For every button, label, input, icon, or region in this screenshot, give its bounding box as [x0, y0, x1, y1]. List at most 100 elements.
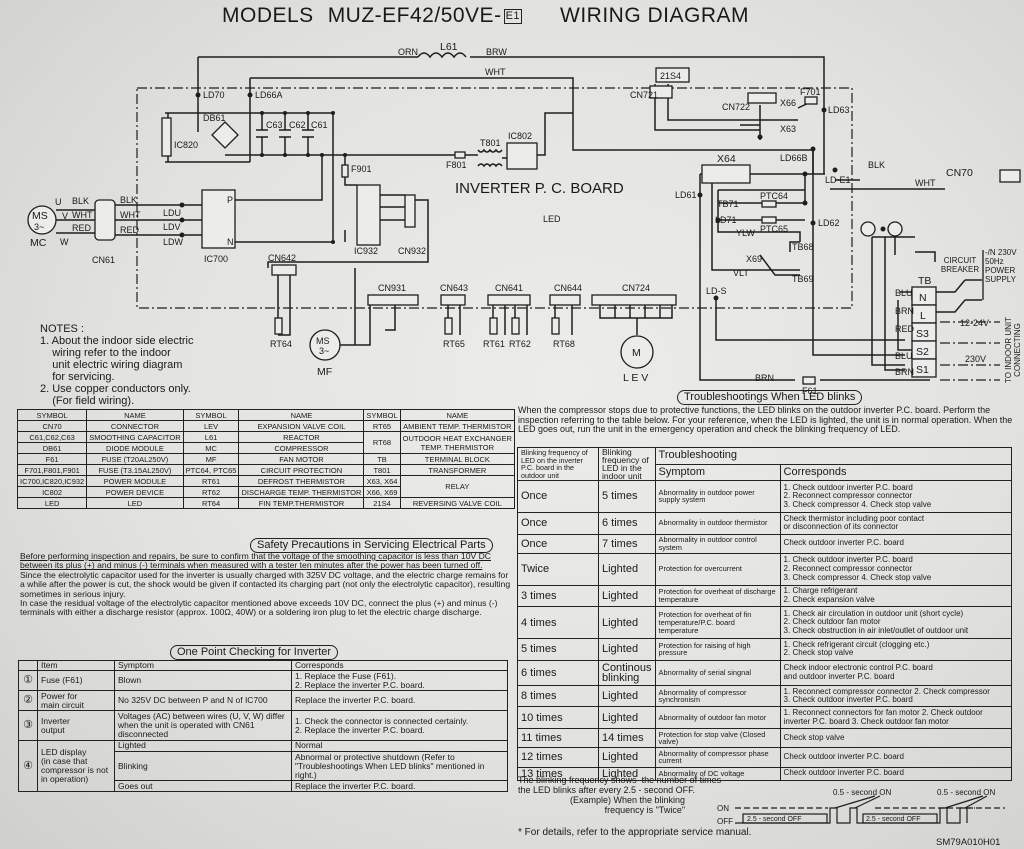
table-cell: 6 times	[517, 659, 599, 686]
table-cell: Abnormality of outdoor fan motor	[654, 706, 781, 730]
table-cell: 8 times	[517, 684, 599, 708]
table-cell: EXPANSION VALVE COIL	[238, 420, 365, 432]
table-cell: C61,C62,C63	[16, 431, 88, 443]
table-cell: 1. Charge refrigerant 2. Check expansion…	[779, 584, 1013, 608]
table-cell: Abnormality in outdoor thermistor	[654, 511, 781, 535]
diagram-labels: ORN L61 BRW WHT 21S4 CN721 CN722 X66 F70…	[30, 41, 989, 396]
header-troubleshooting: Troubleshooting	[654, 447, 1013, 465]
label-tb68: TB68	[792, 242, 814, 252]
table-cell: Lighted	[598, 552, 656, 586]
ic700-box	[201, 189, 236, 249]
table-cell: PTC64, PTC65	[182, 464, 240, 476]
note-item: 2. Use copper conductors only. (For fiel…	[40, 383, 191, 407]
footnote: * For details, refer to the appropriate …	[518, 827, 752, 838]
junction-dots	[179, 92, 886, 301]
label-n: N	[227, 237, 234, 247]
label-cn724: CN724	[622, 283, 650, 293]
table-cell: FIN TEMP.THERMISTOR	[238, 497, 365, 509]
table-cell: Lighted	[598, 584, 656, 608]
f701-fuse	[804, 96, 818, 105]
label-tb-s3: S3	[916, 328, 929, 340]
label-ms-phase: 3~	[34, 222, 44, 232]
table-cell: Protection for raising of high pressure	[654, 638, 781, 661]
label-c62: C62	[289, 120, 306, 130]
table-cell: 5 times	[517, 638, 599, 661]
label-wht-line: WHT	[120, 210, 141, 220]
label-tb-s2: S2	[916, 346, 929, 358]
table-cell: 1. Reconnect connectors for fan motor 2.…	[779, 706, 1013, 730]
table-cell: SMOOTHING CAPACITOR	[86, 431, 184, 443]
safety-paragraph: Since the electrolytic capacitor used fo…	[20, 569, 511, 599]
label-ic700: IC700	[204, 254, 228, 264]
cn642-connector	[271, 264, 297, 276]
table-cell: REVERSING VALVE COIL	[399, 497, 516, 509]
table-cell: 10 times	[517, 706, 599, 730]
components	[27, 67, 1021, 385]
label-ldw: LDW	[163, 237, 184, 247]
table-cell: ②	[18, 690, 38, 712]
table-cell: 4 times	[517, 606, 599, 640]
table-cell: IC700,IC820,IC932	[16, 475, 88, 487]
db61-diode-bridge	[211, 121, 239, 149]
table-cell: Lighted	[598, 606, 656, 640]
table-cell: 21S4	[363, 497, 401, 509]
table-cell: Abnormality in outdoor power supply syst…	[654, 480, 781, 513]
table-cell: X66, X69	[363, 486, 401, 498]
label-ptc65: PTC65	[760, 224, 788, 234]
header-cell: Symptom	[114, 660, 292, 671]
table-cell: IC802	[16, 486, 88, 498]
blink-explanation: The blinking frequency shows the number …	[518, 775, 722, 795]
label-blk-ground: BLK	[868, 160, 885, 170]
ground-terminal-2	[887, 221, 903, 237]
notes: NOTES : 1. About the indoor side electri…	[40, 323, 193, 407]
rt62-thermistor	[511, 317, 520, 335]
table-cell: LED	[16, 497, 88, 509]
table-cell: 1. Check outdoor inverter P.C. board 2. …	[779, 552, 1013, 586]
header-symptom: Symptom	[654, 463, 781, 481]
label-ldu: LDU	[163, 208, 181, 218]
table-cell: Twice	[517, 552, 599, 586]
table-cell: Abnormality in outdoor control system	[654, 533, 781, 554]
label-off-2: 2.5 - second OFF	[866, 816, 920, 823]
label-ptc64: PTC64	[760, 191, 788, 201]
label-power-supply: -/N 230V 50Hz POWER SUPPLY	[985, 248, 1017, 284]
table-cell: Fuse (F61)	[37, 669, 115, 692]
troubleshooting-header: Blinking frequency of LED on the inverte…	[517, 447, 1013, 481]
label-lev: L E V	[623, 372, 648, 384]
label-f61: F61	[802, 386, 818, 396]
header-cell: Corresponds	[291, 660, 508, 671]
pcb-boundary	[136, 87, 1000, 381]
header-cell: NAME	[86, 409, 184, 421]
one-point-header: Item Symptom Corresponds	[18, 660, 508, 671]
label-cn722: CN722	[722, 102, 750, 112]
table-cell: Abnormality of serial singnal	[654, 659, 781, 686]
one-point-heading: One Point Checking for Inverter	[170, 645, 339, 660]
table-cell: L61	[182, 431, 240, 443]
label-x64: X64	[717, 153, 736, 165]
safety-paragraph: In case the residual voltage of the elec…	[20, 598, 498, 618]
label-red-2: RED	[895, 324, 915, 334]
table-cell: Normal	[291, 740, 508, 752]
label-ld71: LD71	[715, 215, 737, 225]
table-cell: Blinking	[114, 750, 292, 782]
label-ic802: IC802	[508, 131, 532, 141]
label-ld-e1: LD-E1	[825, 175, 851, 185]
label-to-indoor-unit: TO INDOOR UNIT CONNECTING	[1004, 316, 1022, 384]
cn643-connector	[440, 294, 466, 306]
table-cell: Blown	[114, 669, 292, 692]
table-cell: DB61	[16, 442, 88, 454]
label-board: INVERTER P. C. BOARD	[455, 180, 624, 197]
table-cell: 1. Check air circulation in outdoor unit…	[779, 606, 1013, 640]
table-cell: Check outdoor inverter P.C. board	[779, 766, 1013, 781]
table-cell: Once	[517, 480, 599, 513]
label-blk-line: BLK	[120, 195, 137, 205]
table-cell: LED	[86, 497, 184, 509]
